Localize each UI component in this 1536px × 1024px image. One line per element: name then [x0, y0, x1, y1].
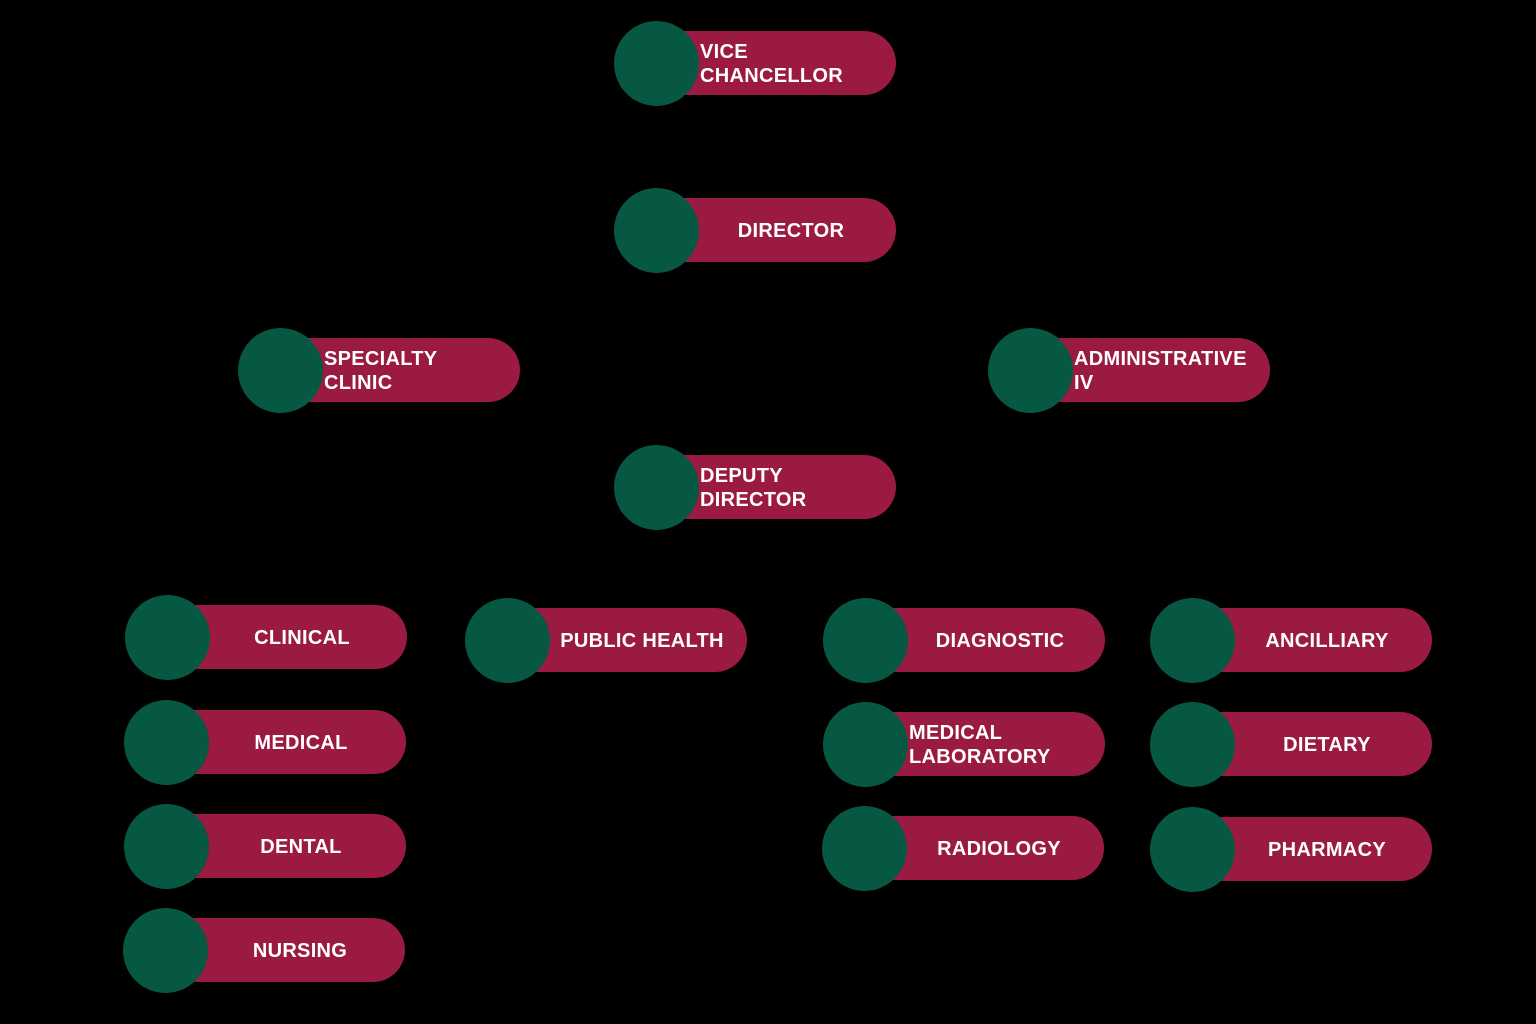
node-circle-icon	[123, 908, 208, 993]
node-circle-icon	[823, 702, 908, 787]
org-node-director: DIRECTOR	[614, 188, 896, 274]
org-node-specialty-clinic: SPECIALTY CLINIC	[238, 328, 520, 414]
node-label: VICE CHANCELLOR	[700, 41, 843, 87]
node-label-wrap: RADIOLOGY	[908, 806, 1090, 892]
org-node-clinical: CLINICAL	[125, 595, 407, 681]
org-node-radiology: RADIOLOGY	[822, 806, 1104, 892]
node-label: ADMINISTRATIVE IV	[1074, 348, 1247, 394]
node-label-wrap: DEPUTY DIRECTOR	[700, 445, 882, 531]
node-label-wrap: ADMINISTRATIVE IV	[1074, 328, 1256, 414]
node-circle-icon	[124, 700, 209, 785]
node-label: DENTAL	[260, 836, 342, 858]
org-node-medical: MEDICAL	[124, 700, 406, 786]
node-label: PUBLIC HEALTH	[560, 630, 724, 652]
node-label: CLINICAL	[254, 627, 350, 649]
node-label-wrap: PHARMACY	[1236, 807, 1418, 893]
node-label-wrap: ANCILLIARY	[1236, 598, 1418, 684]
node-circle-icon	[614, 188, 699, 273]
node-label: DIRECTOR	[737, 220, 845, 242]
org-node-public-health: PUBLIC HEALTH	[465, 598, 747, 684]
node-label-wrap: PUBLIC HEALTH	[551, 598, 733, 684]
org-node-pharmacy: PHARMACY	[1150, 807, 1432, 893]
node-label: MEDICAL LABORATORY	[909, 722, 1051, 768]
node-circle-icon	[465, 598, 550, 683]
node-circle-icon	[125, 595, 210, 680]
org-node-deputy-director: DEPUTY DIRECTOR	[614, 445, 896, 531]
node-label: MEDICAL	[254, 732, 348, 754]
org-node-dietary: DIETARY	[1150, 702, 1432, 788]
node-label-wrap: DIAGNOSTIC	[909, 598, 1091, 684]
org-node-diagnostic: DIAGNOSTIC	[823, 598, 1105, 684]
node-circle-icon	[823, 598, 908, 683]
org-node-medical-laboratory: MEDICAL LABORATORY	[823, 702, 1105, 788]
node-label-wrap: MEDICAL LABORATORY	[909, 702, 1091, 788]
node-label: DEPUTY DIRECTOR	[700, 465, 807, 511]
node-circle-icon	[822, 806, 907, 891]
node-label-wrap: DIETARY	[1236, 702, 1418, 788]
node-label: ANCILLIARY	[1265, 630, 1389, 652]
org-node-nursing: NURSING	[123, 908, 405, 994]
node-circle-icon	[1150, 702, 1235, 787]
node-label-wrap: DIRECTOR	[700, 188, 882, 274]
node-circle-icon	[1150, 598, 1235, 683]
node-label-wrap: DENTAL	[210, 804, 392, 890]
node-circle-icon	[1150, 807, 1235, 892]
node-circle-icon	[124, 804, 209, 889]
node-label-wrap: NURSING	[209, 908, 391, 994]
node-label-wrap: SPECIALTY CLINIC	[324, 328, 506, 414]
node-label-wrap: MEDICAL	[210, 700, 392, 786]
org-node-administrative-iv: ADMINISTRATIVE IV	[988, 328, 1270, 414]
node-label: PHARMACY	[1268, 839, 1386, 861]
node-circle-icon	[988, 328, 1073, 413]
node-label-wrap: CLINICAL	[211, 595, 393, 681]
node-label: NURSING	[252, 940, 348, 962]
node-label: DIAGNOSTIC	[935, 630, 1065, 652]
org-node-vice-chancellor: VICE CHANCELLOR	[614, 21, 896, 107]
org-node-ancilliary: ANCILLIARY	[1150, 598, 1432, 684]
org-node-dental: DENTAL	[124, 804, 406, 890]
node-circle-icon	[614, 445, 699, 530]
node-label: RADIOLOGY	[937, 838, 1061, 860]
node-circle-icon	[614, 21, 699, 106]
node-label: DIETARY	[1283, 734, 1371, 756]
node-label: SPECIALTY CLINIC	[324, 348, 438, 394]
node-label-wrap: VICE CHANCELLOR	[700, 21, 882, 107]
node-circle-icon	[238, 328, 323, 413]
